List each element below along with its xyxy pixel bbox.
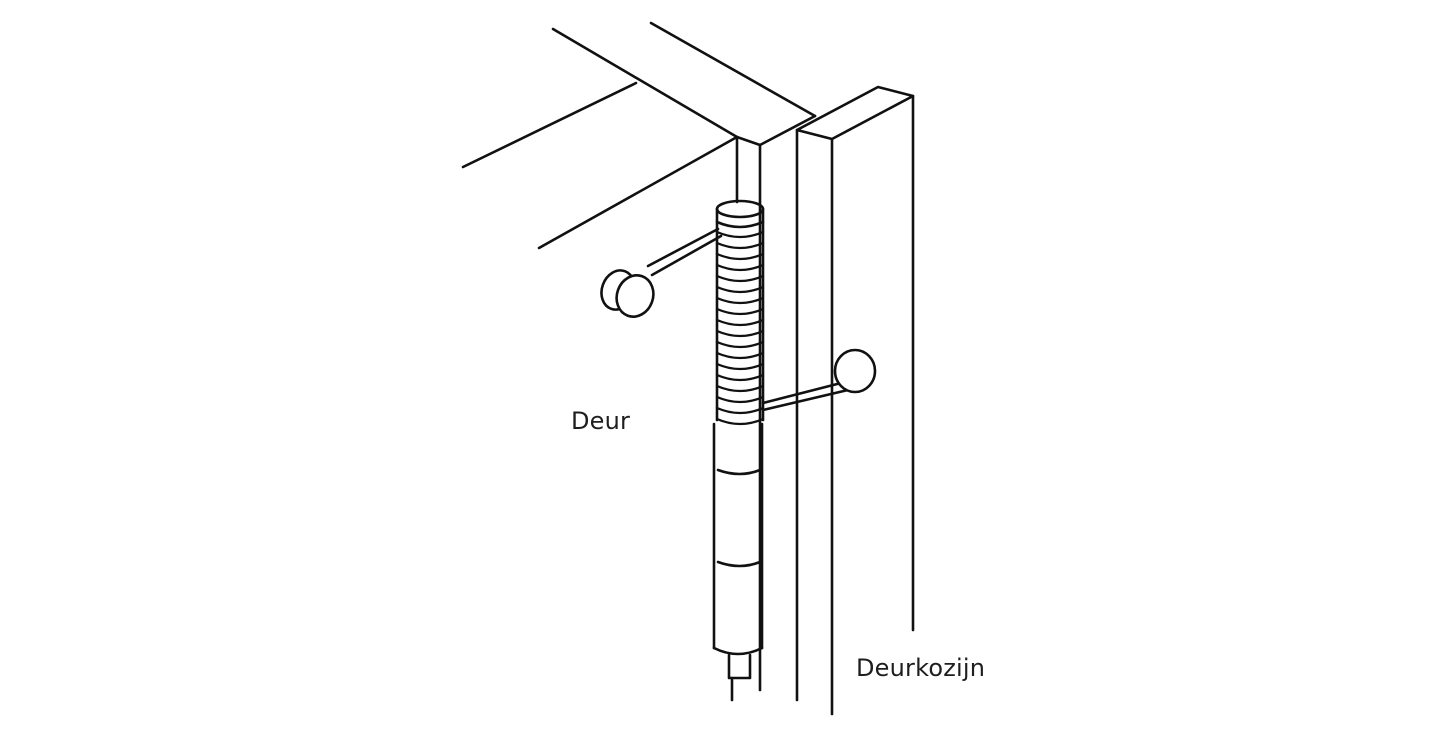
lower-hinge-arm: [761, 348, 877, 412]
door-panel: [461, 21, 817, 692]
door-label: Deur: [571, 407, 631, 435]
hinge-barrel: [712, 422, 764, 702]
upper-hinge-arm: [600, 227, 723, 318]
hinge-spring: [715, 199, 765, 426]
door-frame: [795, 85, 915, 716]
door-frame-label: Deurkozijn: [856, 654, 986, 682]
